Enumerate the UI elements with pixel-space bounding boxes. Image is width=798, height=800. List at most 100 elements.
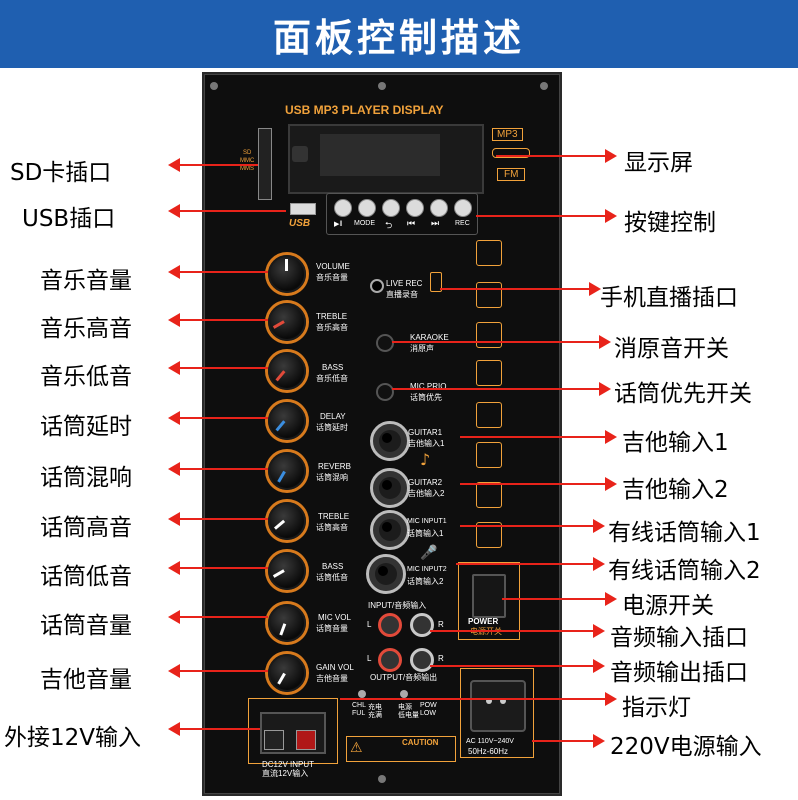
next-button[interactable] [430,199,448,217]
phone-icon [430,272,442,292]
knob-label-zh: 音乐低音 [316,374,348,383]
arrow-line [460,436,606,438]
callout-mic-bass: 话筒低音 [40,564,132,590]
arrow-icon [168,462,180,476]
guitar-input-2-jack[interactable] [370,468,410,508]
led-label: 充满 [368,712,382,719]
input-label: INPUT/音频输入 [368,601,427,610]
callout-buttons: 按键控制 [624,210,716,236]
screw-icon [378,775,386,783]
usb-sd-icon [476,482,502,508]
callout-display: 显示屏 [624,150,693,176]
arrow-line [460,483,606,485]
knob-label-en: MIC VOL [318,613,351,622]
music-bass-knob[interactable] [268,352,306,390]
back-label: ⮌ [385,220,393,230]
guitar-gain-knob[interactable] [268,654,306,692]
mode-label: MODE [354,220,375,227]
arrow-line [178,616,268,618]
knob-label-en: GAIN VOL [316,663,354,672]
arrow-line [178,417,268,419]
callout-guitar-2: 吉他输入2 [622,477,729,503]
mic-bass-knob[interactable] [268,552,306,590]
audio-output-left-jack[interactable] [378,648,402,672]
rec-button[interactable] [454,199,472,217]
mic-volume-knob[interactable] [268,604,306,642]
callout-audio-input: 音频输入插口 [610,625,748,651]
usb-port[interactable] [290,203,316,215]
mic-priority-switch[interactable] [376,383,394,401]
led-label: 充电 [368,704,382,711]
output-label: OUTPUT/音频输出 [370,673,438,682]
mic-treble-knob[interactable] [268,502,306,540]
callout-music-bass: 音乐低音 [40,364,132,390]
mode-button[interactable] [358,199,376,217]
back-button[interactable] [382,199,400,217]
arrow-line [460,525,594,527]
usb-label: USB [289,218,311,229]
dc-input-frame [248,698,338,764]
live-rec-label: LIVE REC [386,279,423,288]
ac-input-socket[interactable] [470,680,526,732]
arrow-line [178,210,286,212]
audio-input-right-jack[interactable] [410,613,434,637]
sd-slot[interactable] [258,128,272,200]
arrow-line [178,728,260,730]
arrow-icon [593,659,605,673]
arrow-icon [605,430,617,444]
arrow-icon [593,519,605,533]
guitar-input-1-jack[interactable] [370,421,410,461]
knob-label-en: TREBLE [318,512,350,521]
mic-input-1-jack[interactable] [370,510,410,550]
callout-mic-2: 有线话筒输入2 [608,558,761,584]
arrow-icon [605,692,617,706]
jack-label-en: GUITAR2 [408,478,443,487]
mic-delay-knob[interactable] [268,402,306,440]
callout-mic-prio-switch: 话筒优先开关 [614,381,752,407]
arrow-icon [599,335,611,349]
fm-badge: FM [497,168,526,181]
arrow-line [502,598,606,600]
arrow-icon [593,557,605,571]
karaoke-switch[interactable] [376,334,394,352]
arrow-line [178,468,268,470]
knob-label-zh: 话筒低音 [316,573,348,582]
mic-input-2-jack[interactable] [366,554,406,594]
next-label: ⏭ [431,218,440,228]
play-pause-button[interactable] [334,199,352,217]
panel-header: USB MP3 PLAYER DISPLAY [285,103,444,117]
prev-button[interactable] [406,199,424,217]
screw-icon [378,82,386,90]
audio-input-left-jack[interactable] [378,613,402,637]
music-treble-knob[interactable] [268,303,306,341]
music-volume-knob[interactable] [268,255,306,293]
callout-mic-1: 有线话筒输入1 [608,520,761,546]
arrow-icon [593,734,605,748]
arrow-icon [168,512,180,526]
smart-power-icon [476,240,502,266]
title-bar: 面板控制描述 [0,0,798,68]
knob-label-en: TREBLE [316,312,348,321]
arrow-line [456,563,594,565]
mic-reverb-knob[interactable] [268,452,306,490]
jack-label-zh: 吉他输入2 [408,489,445,498]
mms-label: MMS [240,166,254,172]
dc-terminal-black[interactable] [264,730,284,750]
callout-guitar-volume: 吉他音量 [40,667,132,693]
arrow-line [178,367,268,369]
live-rec-jack[interactable] [370,279,384,293]
mic-prio-label-zh: 话筒优先 [410,393,442,402]
play-pause-label: ▶‖ [334,221,343,228]
mic-usage-icon [476,402,502,428]
power-switch[interactable] [472,574,506,618]
karaoke-label-zh: 消原声 [410,344,434,353]
arrow-icon [168,610,180,624]
digital-display-icon [476,282,502,308]
led-label: POW [420,702,437,709]
power-label: POWER [468,617,499,626]
battery-icon [476,442,502,468]
dc-terminal-red[interactable] [296,730,316,750]
ir-receiver [292,146,308,162]
knob-label-en: REVERB [318,462,351,471]
audio-output-right-jack[interactable] [410,648,434,672]
